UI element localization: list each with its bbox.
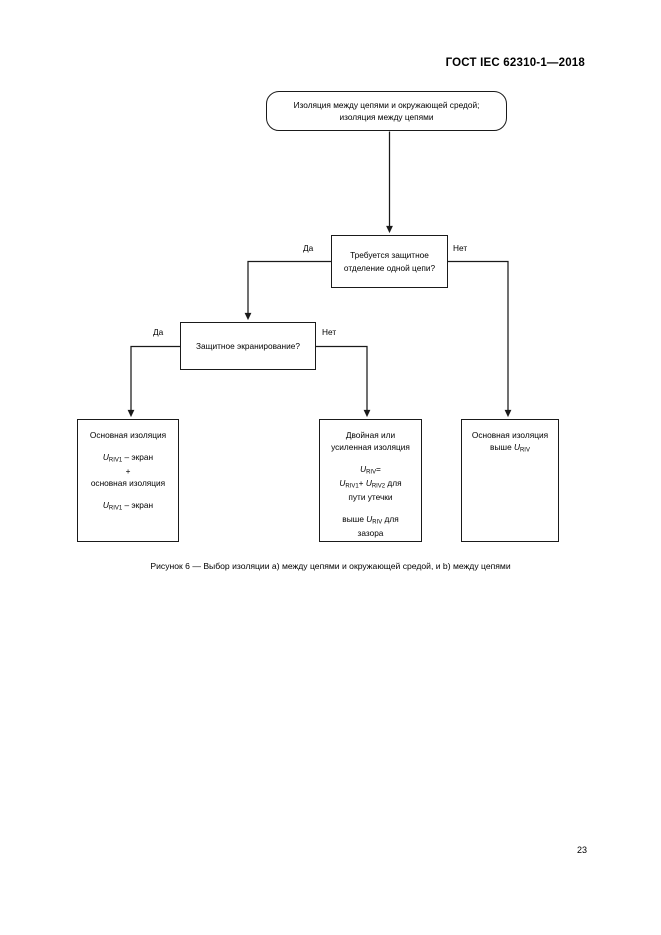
figure-caption: Рисунок 6 — Выбор изоляции a) между цепя…	[150, 561, 511, 571]
formula-symbol-u: U	[102, 500, 109, 510]
formula-subscript: RIV	[520, 447, 530, 454]
connector-decision2-no-to-result-middle	[316, 345, 371, 418]
formula-remainder: для	[385, 477, 402, 488]
node-result-right-line-1: Основная изоляция	[471, 430, 549, 440]
node-result-middle-formula-2: URIV1+ URIV2 для	[339, 477, 401, 491]
node-result-right-formula-1: выше URIV	[490, 441, 530, 455]
page-number: 23	[576, 845, 587, 855]
formula-symbol-u-1: U	[339, 477, 346, 488]
formula-symbol-u: U	[360, 464, 367, 475]
formula-prefix: выше	[342, 513, 367, 524]
node-result-middle-line-1: Двойная или	[345, 430, 396, 440]
edge-label-decision1-no: Нет	[453, 243, 468, 253]
node-result-left-formula-2: URIV1 – экран	[103, 499, 153, 513]
node-result-middle-formula-3: выше URIV для	[342, 513, 398, 527]
node-result-left-line-1: Основная изоляция	[89, 430, 167, 440]
flowchart-node-result-double-reinforced-insulation: Двойная или усиленная изоляция URIV= URI…	[319, 419, 422, 542]
node-result-left-plus: +	[125, 465, 131, 476]
formula-subscript-2: RIV2	[371, 483, 386, 490]
connector-decision1-yes-to-decision2	[244, 260, 331, 321]
formula-operator: +	[358, 477, 366, 488]
formula-subscript: RIV	[372, 519, 383, 526]
edge-label-decision2-yes: Да	[153, 327, 164, 337]
document-header-standard-number: ГОСТ IEC 62310-1—2018	[445, 57, 585, 69]
node-decision1-line-2: отделение одной цепи?	[343, 262, 436, 273]
formula-subscript: RIV1	[108, 457, 123, 464]
node-start-line-2: изоляция между цепями	[339, 112, 434, 122]
formula-symbol-u: U	[514, 442, 520, 453]
flowchart-node-result-basic-insulation-above-uriv: Основная изоляция выше URIV	[461, 419, 559, 542]
edge-label-decision1-yes: Да	[303, 243, 314, 253]
formula-symbol-u-2: U	[365, 477, 372, 488]
formula-subscript: RIV	[366, 469, 377, 476]
formula-remainder: для	[382, 513, 399, 524]
formula-subscript: RIV1	[108, 505, 123, 512]
node-result-middle-line-2: усиленная изоляция	[331, 442, 410, 453]
edge-label-decision2-no: Нет	[322, 327, 337, 337]
node-result-middle-formula-1: URIV=	[360, 463, 381, 477]
node-result-left-formula-1: URIV1 – экран	[103, 451, 153, 465]
formula-remainder: – экран	[122, 452, 154, 463]
flowchart-node-start: Изоляция между цепями и окружающей средо…	[266, 91, 507, 131]
formula-prefix: выше	[490, 442, 514, 453]
connector-decision1-no-to-result-right	[448, 260, 512, 418]
formula-symbol-u: U	[366, 513, 373, 524]
connector-decision2-yes-to-result-left	[127, 345, 180, 418]
flowchart-node-decision-protective-screening: Защитное экранирование?	[180, 322, 316, 370]
flowchart-node-decision-protective-separation: Требуется защитное отделение одной цепи?	[331, 235, 448, 288]
node-result-middle-line-3: пути утечки	[348, 491, 393, 502]
formula-remainder: – экран	[122, 500, 154, 510]
node-start-line-1: Изоляция между цепями и окружающей средо…	[293, 99, 480, 110]
figure-flowchart: Изоляция между цепями и окружающей средо…	[77, 91, 559, 542]
node-decision2-line-1: Защитное экранирование?	[196, 340, 300, 351]
node-result-left-line-2: основная изоляция	[90, 477, 166, 488]
formula-subscript-1: RIV1	[345, 483, 359, 490]
node-result-middle-line-4: зазора	[357, 527, 384, 538]
flowchart-connectors	[127, 131, 512, 418]
formula-remainder: =	[376, 464, 381, 475]
node-decision1-line-1: Требуется защитное	[350, 250, 429, 261]
formula-symbol-u: U	[102, 452, 109, 463]
flowchart-node-result-basic-insulation-screen: Основная изоляция URIV1 – экран + основн…	[77, 419, 179, 542]
